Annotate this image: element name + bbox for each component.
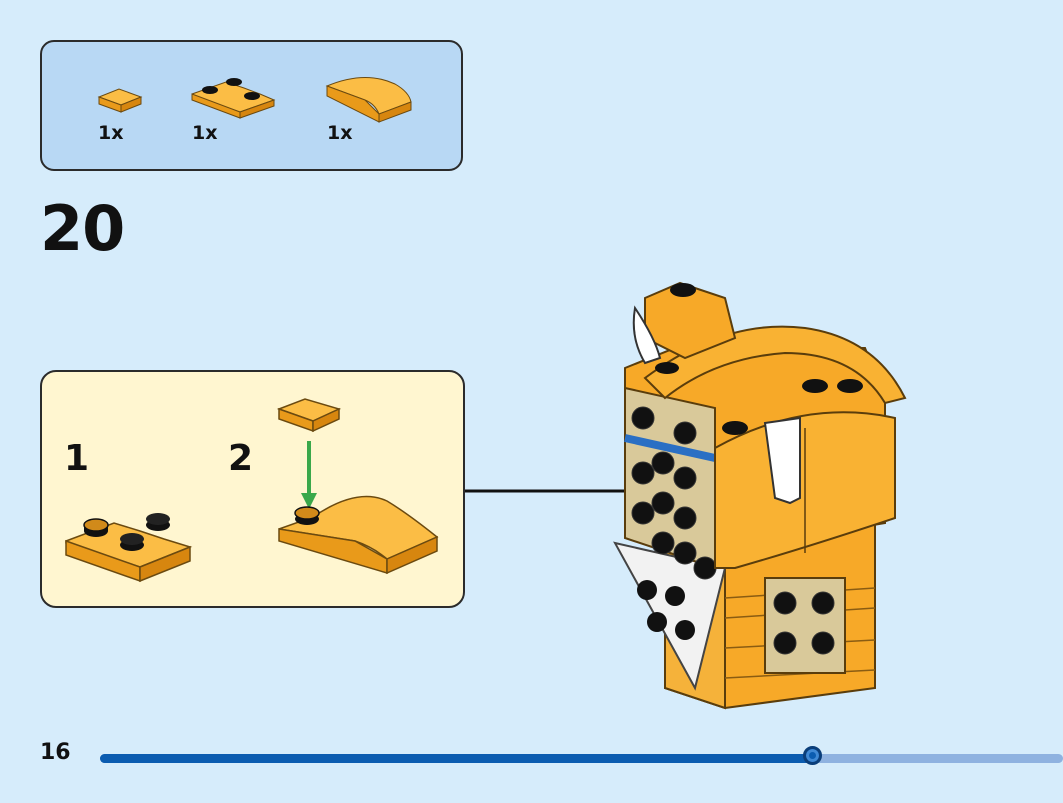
sub-assembly-box: 1 2: [40, 370, 465, 608]
parts-list-box: 1x 1x 1x: [40, 40, 463, 171]
progress-handle[interactable]: [802, 746, 822, 765]
sub-step-number: 1: [64, 438, 90, 479]
progress-bar: [100, 746, 1063, 765]
part-plate-1x1-icon: [97, 88, 143, 113]
sub-step-2-assembly-icon: [276, 398, 439, 575]
sub-step-number: 2: [228, 438, 254, 479]
step-number: 20: [40, 192, 125, 265]
part-qty: 1x: [192, 122, 218, 144]
progress-fill: [100, 754, 813, 763]
sub-step-1-plate-icon: [65, 513, 193, 583]
part-qty: 1x: [98, 122, 124, 144]
page-number: 16: [40, 740, 71, 765]
brickheadz-model-illustration: [613, 281, 907, 710]
part-qty: 1x: [327, 122, 353, 144]
part-curved-slope-icon: [325, 76, 412, 123]
part-plate-corner-icon: [191, 78, 276, 119]
